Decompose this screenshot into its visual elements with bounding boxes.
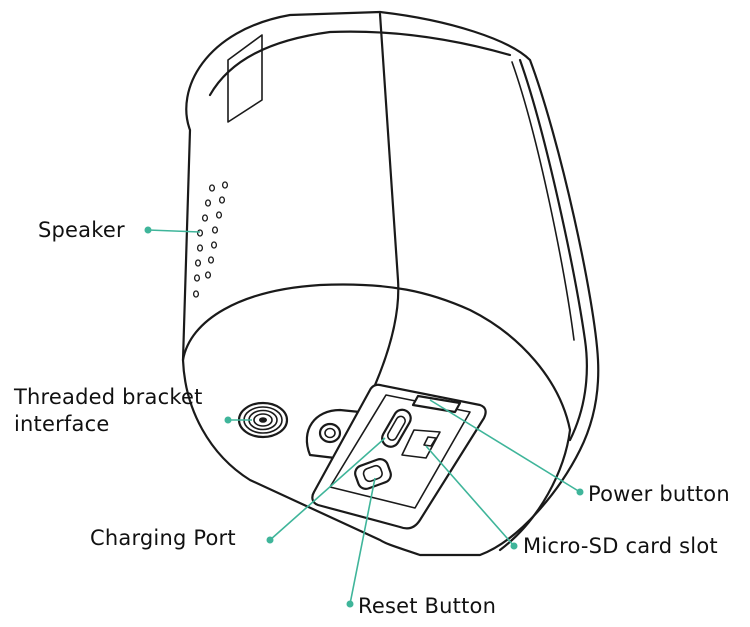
speaker-hole: [193, 274, 201, 282]
port-cover: [305, 383, 487, 530]
micro-sd-slot: [401, 429, 441, 459]
speaker-hole: [210, 241, 218, 249]
speaker-hole: [192, 290, 200, 298]
threaded-bracket-label-line2: interface: [14, 412, 110, 436]
threaded-bracket-label-line1: Threaded bracket: [14, 385, 203, 409]
charging-leader-dot: [266, 536, 274, 544]
reset-button: [354, 458, 392, 490]
speaker-hole: [201, 214, 209, 222]
threaded-leader-dot: [224, 416, 232, 424]
micro-sd-leader: [425, 445, 515, 547]
speaker-label: Speaker: [38, 218, 125, 242]
micro-sd-label: Micro-SD card slot: [523, 534, 718, 558]
leader-lines: [144, 226, 584, 608]
reset-leader-dot: [346, 600, 354, 608]
bottom-face: [181, 283, 572, 552]
speaker-hole: [207, 256, 215, 264]
body-seam: [373, 12, 400, 387]
charging-port: [381, 408, 412, 448]
top-panel: [227, 34, 263, 123]
speaker-hole: [211, 226, 219, 234]
front-edge: [518, 58, 588, 442]
reset-button-label: Reset Button: [358, 594, 497, 618]
speaker-hole: [204, 199, 212, 207]
front-edge-inner: [511, 61, 575, 341]
reset-leader: [349, 477, 376, 605]
charging-port-label: Charging Port: [90, 526, 236, 550]
speaker-hole: [196, 244, 204, 252]
power-leader: [429, 399, 581, 493]
speaker-leader-dot: [144, 226, 152, 234]
speaker-hole: [218, 196, 226, 204]
top-rim: [208, 30, 512, 97]
speaker-hole: [194, 259, 202, 267]
speaker-hole: [208, 184, 216, 192]
micro-sd-leader-dot: [510, 542, 518, 550]
speaker-leader: [147, 229, 201, 233]
charging-leader: [269, 437, 386, 541]
power-leader-dot: [576, 488, 584, 496]
speaker-hole: [215, 211, 223, 219]
speaker-hole: [204, 271, 212, 279]
speaker-hole: [221, 181, 229, 189]
power-button-label: Power button: [588, 482, 730, 506]
cover-plate: [311, 383, 487, 530]
speaker-hole: [196, 229, 204, 237]
speaker-grille: [192, 181, 229, 298]
